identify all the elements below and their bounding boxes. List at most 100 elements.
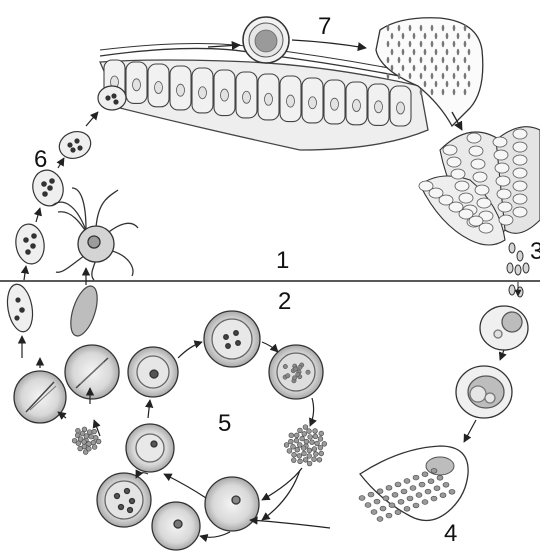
sporozoite: [413, 65, 416, 71]
sporozoite-dot: [92, 445, 97, 450]
sporozoite: [435, 33, 438, 39]
sporozoite: [431, 57, 434, 63]
sporozoite-dot: [365, 503, 371, 508]
rupturing-sac: [359, 446, 468, 521]
crypt-cell: [513, 155, 527, 165]
intestinal-crypts: [419, 127, 540, 245]
sporozoite-dot: [96, 439, 101, 444]
crypt-cell: [473, 172, 487, 182]
sporozoite-dot: [307, 448, 312, 453]
sporozoite: [442, 41, 445, 47]
sporozoite-cluster-right: [284, 425, 327, 466]
cell-nucleus: [397, 102, 405, 114]
sporozoite-dot: [428, 479, 434, 484]
sporozoite-dot: [82, 427, 87, 432]
sporozoite-dot: [401, 489, 407, 494]
sporozoite: [442, 89, 445, 95]
sporozoite-cluster-left: [72, 427, 101, 455]
crypt-cell: [455, 181, 469, 191]
sporozoite-dot: [297, 453, 302, 458]
sporozoite-dot: [310, 440, 315, 445]
arrow-right-1: [500, 350, 504, 360]
sporozoite: [409, 25, 412, 31]
sporozoite-dot: [449, 489, 455, 494]
crypt-cell: [513, 207, 527, 217]
sporozoite-dot: [303, 457, 308, 462]
sporozoite-dot: [368, 492, 374, 497]
sporozoite: [435, 49, 438, 55]
sporozoite-dot: [302, 431, 307, 436]
sporozoite: [402, 33, 405, 39]
sporozoite-dot: [296, 372, 300, 376]
sporozoite-dot: [434, 486, 440, 491]
crypt-cell: [459, 193, 473, 203]
sporozoite: [453, 25, 456, 31]
cell-nucleus: [221, 89, 229, 101]
sporozoite-dot: [404, 506, 410, 511]
crypt-cell: [479, 223, 493, 233]
sporozoite-dot: [319, 431, 324, 436]
sporozoite-dot: [440, 493, 446, 498]
cell-nucleus: [331, 98, 339, 110]
sporozoite-dot: [306, 370, 310, 374]
crypt-cell: [496, 176, 510, 186]
sporozoite: [442, 57, 445, 63]
sporozoite: [435, 81, 438, 87]
sporozoite-dot: [307, 461, 312, 466]
sporozoite-dot: [308, 435, 313, 440]
sporozoite: [420, 41, 423, 47]
sporozoite: [457, 81, 460, 87]
sporozoite-dot: [72, 438, 77, 443]
sporozoite-dot: [303, 425, 308, 430]
sporozoite-dot: [318, 445, 323, 450]
sporozoite: [424, 49, 427, 55]
sporozoite: [424, 33, 427, 39]
crypt-cell: [494, 150, 508, 160]
sporozoite-dot: [431, 468, 437, 473]
sporozoite-dot: [294, 433, 299, 438]
crypt-cell: [513, 181, 527, 191]
cyst-cycle: [14, 311, 323, 550]
sporozoite-dot: [92, 429, 97, 434]
sporozoite-dot: [386, 513, 392, 518]
sporozoite-dot: [322, 441, 327, 446]
dendritic-cell: [52, 188, 138, 280]
sporozoite-dot: [422, 500, 428, 505]
sporozoite: [409, 73, 412, 79]
crypt-cell: [467, 133, 481, 143]
arrow-to-sporozoites: [292, 40, 366, 48]
crypt-cell: [495, 163, 509, 173]
sporozoite-dot: [398, 499, 404, 504]
free-zoite: [66, 283, 103, 339]
sporozoite-dot: [392, 492, 398, 497]
sporozoite-dot: [295, 447, 300, 452]
sporozoite-dot: [313, 452, 318, 457]
label-2: 2: [278, 290, 291, 314]
sporozoite-dot: [307, 454, 312, 459]
sporozoite: [398, 25, 401, 31]
sporozoite-dot: [300, 436, 305, 441]
sporozoite-dot: [298, 365, 302, 369]
crypt-cell: [469, 146, 483, 156]
label-6: 6: [34, 148, 47, 172]
sporozoite: [398, 57, 401, 63]
sporozoite: [468, 49, 471, 55]
sporozoite-dot: [395, 510, 401, 515]
sporozoite: [398, 73, 401, 79]
sporozoite-dot: [380, 506, 386, 511]
sporozoite: [468, 65, 471, 71]
sporozoite: [431, 89, 434, 95]
cell-nucleus: [243, 91, 251, 103]
label-7: 7: [318, 15, 331, 39]
sporozoite: [453, 41, 456, 47]
sporozoite-dot: [386, 485, 392, 490]
sporozoite-dot: [78, 446, 83, 451]
sporozoite: [453, 73, 456, 79]
sporozoite-dot: [291, 458, 296, 463]
label-3: 3: [530, 240, 540, 264]
sporozoite: [468, 81, 471, 87]
arrow-into-host: [208, 45, 240, 47]
sporozoite-dot: [312, 457, 317, 462]
sporozoite-dot: [413, 475, 419, 480]
cell-nucleus: [375, 101, 383, 113]
